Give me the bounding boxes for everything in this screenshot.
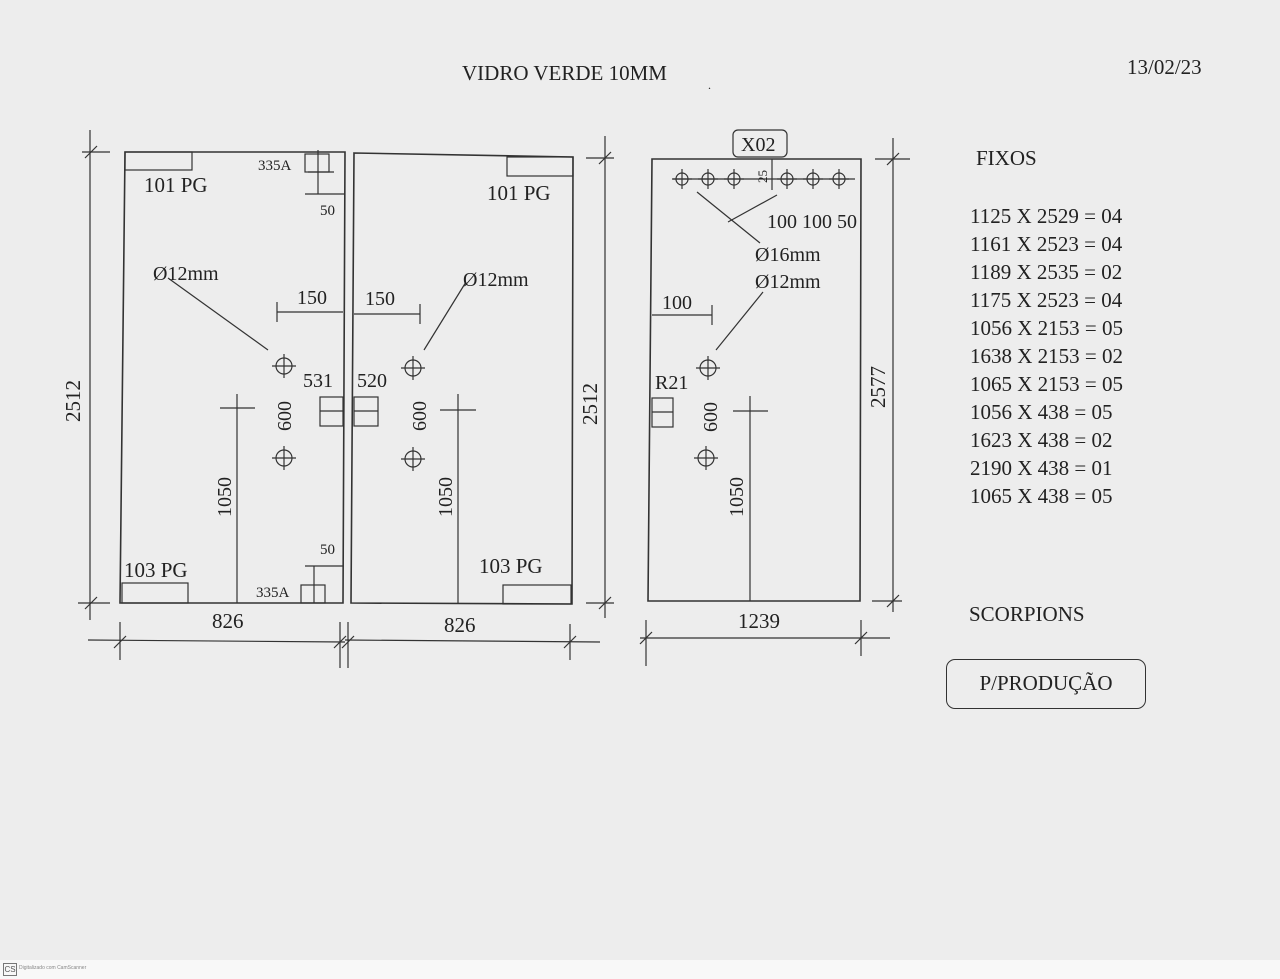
scanner-logo: CS	[3, 963, 17, 976]
right-panel-height: 2577	[866, 366, 890, 408]
left-bottom-hinge	[300, 584, 326, 604]
middle-panel-outline	[350, 152, 574, 605]
left-panel: 101 PG 103 PG 335A 50 50 335A Ø12mm 150 …	[61, 130, 347, 668]
middle-hole-lower	[400, 446, 426, 472]
fixos-item: 1175 X 2523 = 04	[970, 288, 1123, 312]
fixos-item: 1638 X 2153 = 02	[970, 344, 1124, 368]
x02-tag-box	[732, 129, 788, 158]
left-hole-upper	[271, 353, 297, 379]
production-stamp: P/PRODUÇÃO	[946, 659, 1146, 709]
middle-top-fitting	[506, 156, 574, 177]
left-panel-width: 826	[212, 609, 244, 633]
left-top-hinge	[304, 153, 330, 173]
middle-panel-width: 826	[444, 613, 476, 637]
left-panel-outline	[119, 151, 346, 604]
right-top-gap: 25	[755, 170, 770, 183]
left-hole-lower	[271, 445, 297, 471]
left-hole-diameter: Ø12mm	[153, 263, 219, 285]
right-top-hole-2	[697, 168, 719, 190]
fixos-item: 2190 X 438 = 01	[970, 456, 1113, 480]
document-date: 13/02/23	[1127, 55, 1202, 79]
scorpions-label: SCORPIONS	[969, 602, 1085, 626]
fixos-item: 1623 X 438 = 02	[970, 428, 1113, 452]
right-top-hole-3	[723, 168, 745, 190]
fixos-item: 1161 X 2523 = 04	[970, 232, 1123, 256]
middle-hole-upper	[400, 355, 426, 381]
left-height-mark: 1050	[214, 477, 236, 517]
middle-bottom-fitting	[502, 584, 572, 605]
right-hole-lower	[693, 445, 719, 471]
right-top-hole-4	[776, 168, 798, 190]
middle-panel: 101 PG 103 PG Ø12mm 150 520 600 1050 251…	[341, 136, 614, 668]
scanner-credit: Digitalizado com CamScanner	[19, 965, 87, 971]
fixos-item: 1065 X 2153 = 05	[970, 372, 1124, 396]
right-hole-12: Ø12mm	[755, 271, 821, 293]
left-bottom-hinge-label: 335A	[256, 585, 290, 601]
right-offset: 100	[662, 292, 692, 314]
right-height-mark: 1050	[726, 477, 748, 517]
right-hole-16: Ø16mm	[755, 244, 821, 266]
left-top-fitting	[124, 151, 193, 171]
left-hole-spacing: 600	[274, 401, 296, 431]
left-bottom-label: 103 PG	[124, 558, 188, 582]
right-panel-width: 1239	[738, 609, 780, 633]
right-panel-tag: X02	[741, 134, 775, 156]
left-top-label: 101 PG	[144, 173, 208, 197]
fixos-item: 1056 X 2153 = 05	[970, 316, 1124, 340]
fixos-item: 1065 X 438 = 05	[970, 484, 1113, 508]
stray-dot: .	[708, 78, 711, 92]
right-spacing-row: 100 100 50	[767, 211, 857, 233]
right-hole-upper	[695, 355, 721, 381]
right-top-hole-5	[802, 168, 824, 190]
fixos-item: 1056 X 438 = 05	[970, 400, 1113, 424]
scanner-footer: CS Digitalizado com CamScanner	[0, 960, 1280, 979]
middle-offset: 150	[365, 288, 395, 310]
middle-hole-spacing: 600	[409, 401, 431, 431]
left-bottom-fitting	[121, 582, 189, 604]
left-bottom-hinge-gap: 50	[320, 542, 335, 558]
left-panel-height: 2512	[61, 380, 85, 422]
middle-height-mark: 1050	[435, 477, 457, 517]
fixos-title: FIXOS	[976, 146, 1037, 170]
middle-panel-height: 2512	[578, 383, 602, 425]
right-radius: R21	[655, 372, 688, 394]
right-top-hole-6	[828, 168, 850, 190]
fixos-item: 1125 X 2529 = 04	[970, 204, 1123, 228]
middle-bottom-label: 103 PG	[479, 554, 543, 578]
left-handle-dim: 531	[303, 370, 333, 392]
right-top-hole-1	[671, 168, 693, 190]
left-top-hinge-label: 335A	[258, 158, 292, 174]
middle-hole-diameter: Ø12mm	[463, 269, 529, 291]
left-top-hinge-gap: 50	[320, 203, 335, 219]
fixos-item: 1189 X 2535 = 02	[970, 260, 1123, 284]
right-panel-outline	[647, 158, 862, 602]
middle-handle-dim: 520	[357, 370, 387, 392]
middle-top-label: 101 PG	[487, 181, 551, 205]
left-offset: 150	[297, 287, 327, 309]
right-hole-spacing: 600	[700, 402, 722, 432]
right-panel: X02 25 100 100 50 Ø16mm Ø12mm 100 R21 60…	[639, 129, 910, 666]
document-title: VIDRO VERDE 10MM	[462, 61, 667, 85]
